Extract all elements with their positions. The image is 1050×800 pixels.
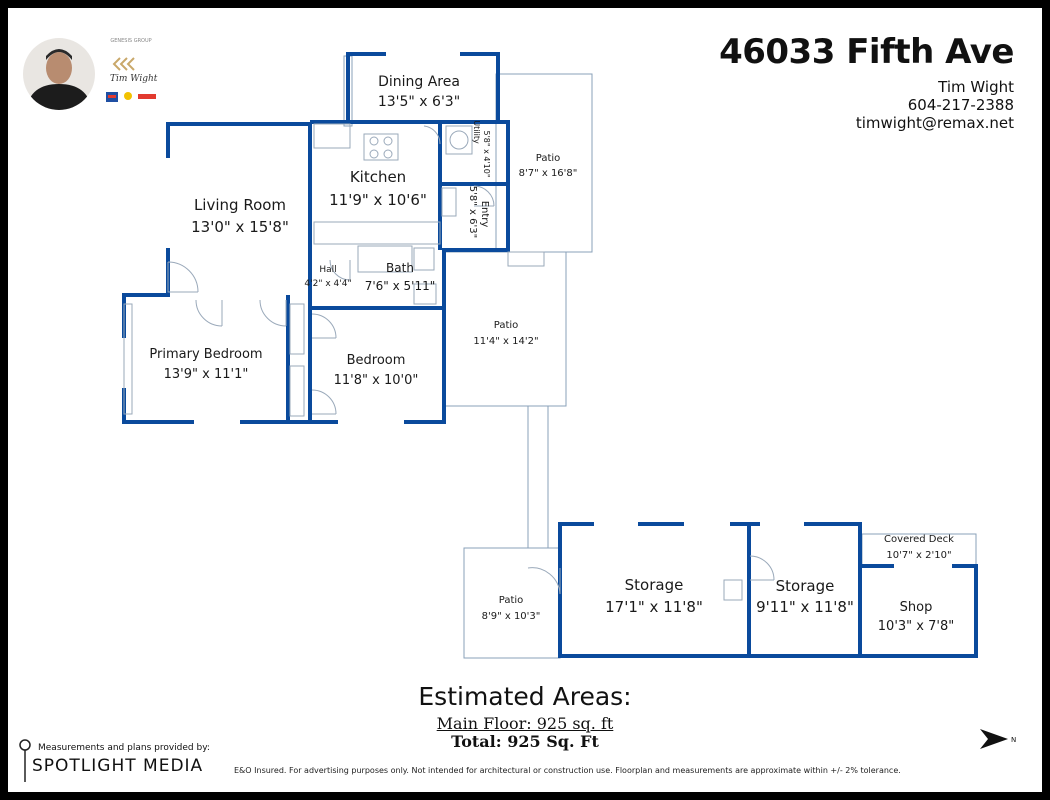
walkway-outline	[527, 405, 549, 549]
room-name-covered-deck: Covered Deck	[884, 534, 954, 545]
room-name-storage-2: Storage	[776, 577, 835, 595]
floorplan-sheet: Dining Area 13'5" x 6'3" Living Room 13'…	[8, 8, 1042, 792]
closet-left	[289, 303, 305, 355]
agent-phone[interactable]: 604-217-2388	[907, 96, 1014, 114]
closet-rod	[123, 303, 133, 415]
room-size-covered-deck: 10'7" x 2'10"	[886, 550, 951, 561]
room-size-shop: 10'3" x 7'8"	[878, 619, 954, 634]
map-pin-icon	[19, 739, 31, 782]
room-size-patio-mid: 11'4" x 14'2"	[473, 336, 538, 347]
room-size-bedroom: 11'8" x 10'0"	[334, 373, 419, 388]
logo-group-text: GENESIS GROUP	[110, 38, 152, 44]
total-area: Total: 925 Sq. Ft	[451, 732, 599, 751]
room-size-patio-top: 8'7" x 16'8"	[519, 168, 578, 179]
room-size-storage-1: 17'1" x 11'8"	[605, 598, 703, 616]
logo-signature: Tim Wight	[110, 74, 158, 84]
bathtub	[357, 245, 413, 273]
fridge	[313, 123, 351, 149]
room-size-dining: 13'5" x 6'3"	[378, 94, 460, 110]
room-name-bedroom: Bedroom	[347, 353, 406, 368]
compass-label: N	[1011, 736, 1016, 744]
room-name-entry: Entry	[479, 201, 490, 228]
storage-step	[723, 579, 743, 601]
property-address: 46033 Fifth Ave	[719, 32, 1014, 72]
disclaimer-text: E&O Insured. For advertising purposes on…	[234, 766, 901, 775]
room-name-shop: Shop	[900, 600, 933, 615]
brokerage-logo: GENESIS GROUP Tim Wight	[100, 38, 162, 108]
room-name-patio-mid: Patio	[494, 320, 519, 331]
stove	[363, 133, 399, 161]
closet-right	[289, 365, 305, 417]
room-name-dining: Dining Area	[378, 74, 460, 90]
room-name-kitchen: Kitchen	[350, 168, 406, 186]
areas-title: Estimated Areas:	[418, 682, 632, 711]
room-name-hall: Hall	[319, 265, 336, 275]
agent-email[interactable]: timwight@remax.net	[855, 114, 1014, 132]
room-size-kitchen: 11'9" x 10'6"	[329, 191, 427, 209]
room-name-living: Living Room	[194, 196, 286, 214]
room-size-storage-2: 9'11" x 11'8"	[756, 598, 854, 616]
room-name-bath: Bath	[386, 261, 414, 275]
room-name-patio-top: Patio	[536, 153, 561, 164]
room-size-utility: 5'8" x 4'10"	[482, 130, 491, 177]
vanity	[413, 283, 437, 305]
north-arrow-icon: N	[980, 729, 1016, 749]
room-size-hall: 4'2" x 4'4"	[304, 279, 351, 289]
remax-logos	[106, 92, 156, 102]
room-size-entry: 5'8" x 6'3"	[467, 186, 478, 238]
brand-name: SPOTLIGHT MEDIA	[32, 756, 204, 776]
room-size-primary: 13'9" x 11'1"	[164, 367, 249, 382]
room-size-living: 13'0" x 15'8"	[191, 218, 289, 236]
step	[507, 251, 545, 267]
entry-bench	[441, 187, 457, 217]
logo-mark	[112, 57, 135, 71]
main-floor-area: Main Floor: 925 sq. ft	[436, 714, 614, 733]
room-name-storage-1: Storage	[625, 576, 684, 594]
floor-plan: Dining Area 13'5" x 6'3" Living Room 13'…	[122, 52, 978, 659]
room-size-patio-low: 8'9" x 10'3"	[482, 611, 541, 622]
room-name-utility: Utility	[472, 120, 481, 144]
credit-text: Measurements and plans provided by:	[38, 743, 210, 753]
toilet	[413, 247, 435, 271]
room-name-patio-low: Patio	[499, 595, 524, 606]
counter	[313, 221, 441, 245]
washer	[445, 125, 473, 155]
agent-name: Tim Wight	[938, 78, 1014, 96]
room-size-bath: 7'6" x 5'11"	[365, 279, 436, 293]
agent-photo	[23, 38, 95, 110]
room-name-primary: Primary Bedroom	[149, 347, 262, 362]
